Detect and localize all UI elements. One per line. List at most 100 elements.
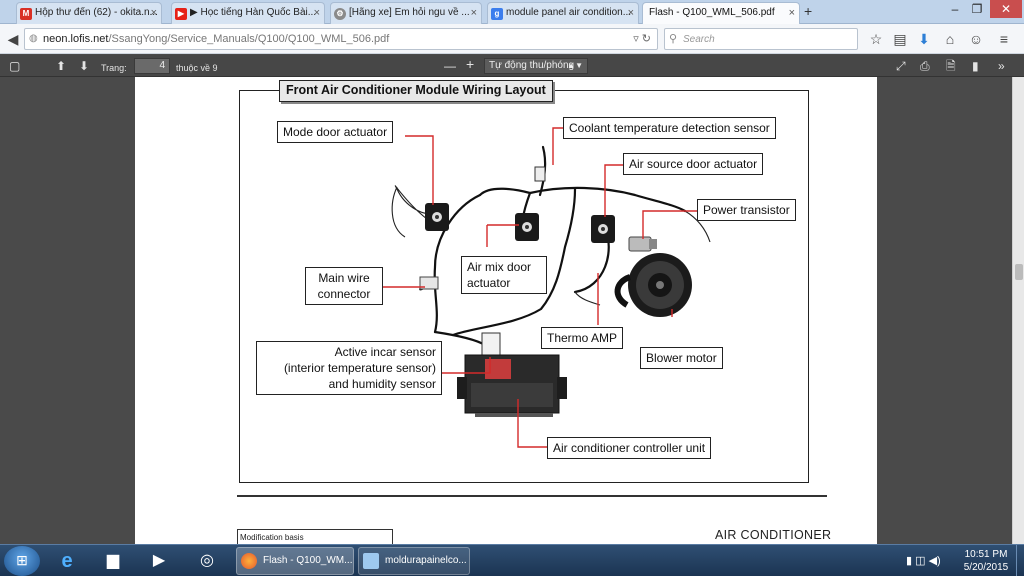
new-tab-button[interactable]: + [804, 3, 813, 19]
scrollbar-thumb[interactable] [1015, 264, 1023, 280]
tab-google[interactable]: g module panel air condition... × [487, 2, 639, 24]
controller-unit-part [457, 354, 567, 417]
start-button[interactable]: ⊞ [4, 546, 40, 576]
file-explorer-icon[interactable]: ▆ [106, 552, 120, 569]
page-total: thuộc về 9 [176, 63, 218, 73]
task-firefox[interactable]: Flash - Q100_WM... [236, 547, 354, 575]
fullscreen-icon[interactable]: ⤢ [896, 59, 906, 73]
internet-explorer-icon[interactable]: e [61, 550, 73, 572]
minimize-icon[interactable]: – [951, 2, 959, 16]
vertical-scrollbar[interactable] [1012, 77, 1024, 544]
menu-icon[interactable]: ≡ [999, 31, 1009, 47]
task-label: Flash - Q100_WM... [263, 555, 353, 566]
bookmark-star-icon[interactable]: ☆ [869, 31, 883, 47]
tab-youtube[interactable]: ▶ ▶ Học tiếng Hàn Quốc Bài... × [171, 2, 325, 24]
download-icon[interactable]: ⬇ [918, 31, 930, 47]
air-mix-door-actuator-part [515, 213, 539, 241]
firefox-icon [241, 553, 257, 569]
close-icon[interactable]: × [627, 7, 634, 19]
mode-door-actuator-part [425, 203, 449, 231]
label-controller-unit: Air conditioner controller unit [547, 437, 712, 459]
home-icon[interactable]: ⌂ [945, 31, 955, 47]
image-viewer-icon [363, 553, 379, 569]
label-line: and humidity sensor [328, 377, 436, 391]
tab-pdf[interactable]: Flash - Q100_WML_506.pdf × [642, 2, 800, 25]
label-coolant-sensor: Coolant temperature detection sensor [563, 117, 776, 139]
url-text[interactable]: neon.lofis.net/SsangYong/Service_Manuals… [43, 33, 390, 45]
label-air-mix-door-actuator: Air mix door actuator [461, 256, 547, 294]
tab-label: Flash - Q100_WML_506.pdf [649, 7, 775, 18]
taskbar: ⊞ e ▆ ▶ ◎ Flash - Q100_WM... moldurapain… [0, 544, 1024, 576]
blower-motor-part [614, 253, 692, 317]
url-bar[interactable]: ◍ neon.lofis.net/SsangYong/Service_Manua… [24, 28, 658, 50]
previous-page-icon[interactable]: ⬆ [56, 59, 67, 73]
label-mode-door-actuator: Mode door actuator [277, 121, 394, 143]
search-placeholder: Search [683, 34, 715, 45]
label-line: Main wire [318, 271, 370, 285]
network-icon[interactable]: ◫ [915, 555, 926, 567]
tab-forum[interactable]: ⚙ [Hãng xe] Em hỏi ngu về ... × [330, 2, 482, 24]
bookmark-icon[interactable]: ▮ [972, 59, 979, 73]
close-icon[interactable]: × [313, 7, 320, 19]
reading-list-icon[interactable]: ▤ [893, 31, 907, 47]
zoom-in-button[interactable]: + [466, 56, 475, 72]
clock-time: 10:51 PM [964, 549, 1008, 560]
gmail-icon: M [20, 8, 32, 20]
close-window-icon[interactable]: ✕ [990, 0, 1022, 18]
battery-icon[interactable]: ▮ [906, 555, 913, 567]
section-title: AIR CONDITIONER [715, 528, 832, 542]
pdf-page: Front Air Conditioner Module Wiring Layo… [135, 77, 877, 544]
back-icon[interactable]: ◀ [7, 31, 19, 47]
tools-icon[interactable]: » [998, 59, 1005, 73]
wiring-diagram [380, 127, 711, 448]
zoom-select[interactable]: Tự động thu/phóng ▲▼ [484, 58, 588, 74]
label-blower-motor: Blower motor [640, 347, 723, 369]
system-tray[interactable]: ▮ ◫ ◀) [906, 554, 941, 567]
tab-strip: M Hộp thư đến (62) - okita.n... × ▶ ▶ Họ… [0, 0, 1024, 25]
task-image-viewer[interactable]: moldurapainelco... [358, 547, 470, 575]
media-player-icon[interactable]: ▶ [152, 552, 166, 569]
maximize-icon[interactable]: ❐ [971, 2, 983, 16]
document-viewer[interactable]: Front Air Conditioner Module Wiring Layo… [0, 77, 1012, 544]
close-icon[interactable]: × [788, 7, 795, 19]
youtube-icon: ▶ [175, 8, 187, 20]
print-icon[interactable]: ⎙ [920, 59, 930, 73]
tab-label: Hộp thư đến (62) - okita.n... [35, 7, 158, 18]
divider [237, 495, 827, 497]
search-input[interactable]: ⚲ Search [664, 28, 858, 50]
label-power-transistor: Power transistor [697, 199, 796, 221]
chat-icon[interactable]: ☺ [968, 31, 984, 47]
tab-gmail[interactable]: M Hộp thư đến (62) - okita.n... × [16, 2, 162, 24]
air-source-door-actuator-part [591, 215, 615, 243]
search-icon: ⚲ [669, 33, 678, 45]
close-icon[interactable]: × [470, 7, 477, 19]
globe-icon: ◍ [29, 33, 38, 44]
label-line: Air mix door [467, 260, 532, 274]
tab-label: module panel air condition... [506, 7, 632, 18]
label-line: Active incar sensor [334, 345, 436, 359]
clock-date: 5/20/2015 [963, 562, 1009, 573]
label-main-wire-connector: Main wire connector [305, 267, 383, 305]
page-label: Trang: [101, 63, 127, 73]
tab-label: [Hãng xe] Em hỏi ngu về ... [349, 7, 470, 18]
forum-icon: ⚙ [334, 8, 346, 20]
sidebar-toggle-icon[interactable]: ▢ [9, 59, 21, 73]
label-air-source-door-actuator: Air source door actuator [623, 153, 764, 175]
next-page-icon[interactable]: ⬇ [79, 59, 90, 73]
show-desktop-button[interactable] [1016, 545, 1024, 576]
app-icon[interactable]: ◎ [200, 552, 214, 569]
volume-icon[interactable]: ◀) [928, 555, 941, 567]
clock[interactable]: 10:51 PM 5/20/2015 [960, 548, 1012, 574]
reload-icon[interactable]: ▿ ↻ [633, 33, 651, 45]
label-line: (interior temperature sensor) [283, 361, 436, 375]
chevron-down-icon: ▲▼ [567, 61, 583, 70]
save-icon[interactable]: 🗎 [946, 59, 956, 73]
page-number-input[interactable]: 4 [134, 58, 170, 74]
google-icon: g [491, 8, 503, 20]
zoom-out-button[interactable]: — [444, 59, 456, 73]
task-label: moldurapainelco... [385, 555, 467, 566]
close-icon[interactable]: × [150, 7, 157, 19]
label-thermo-amp: Thermo AMP [541, 327, 624, 349]
label-line: connector [317, 287, 371, 301]
zoom-value: Tự động thu/phóng [489, 60, 575, 71]
